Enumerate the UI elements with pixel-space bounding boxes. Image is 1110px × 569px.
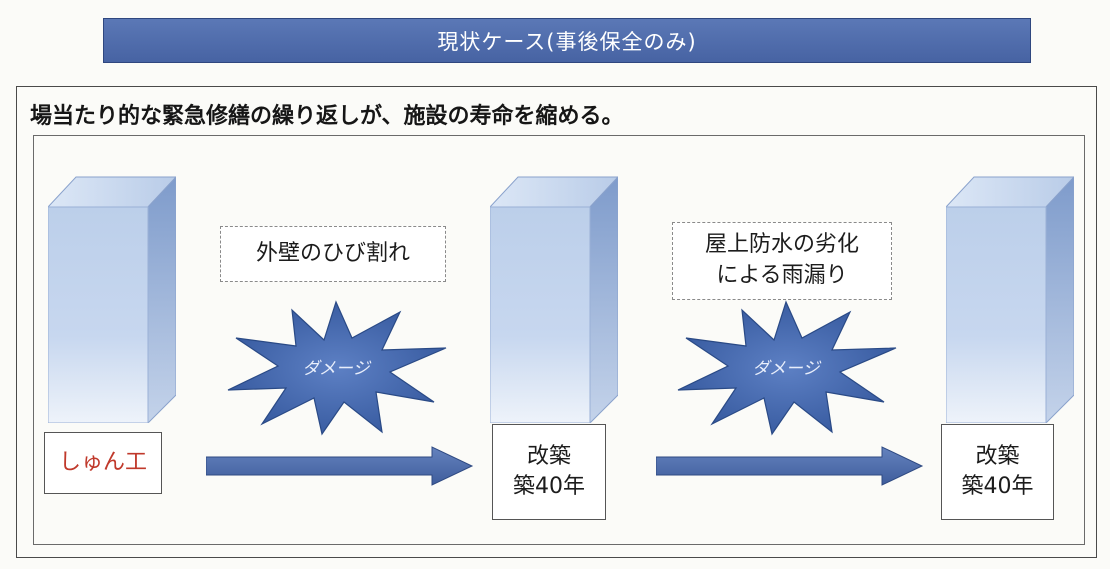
damage-cause-1-line-1: 外壁のひび割れ: [255, 240, 410, 266]
damage-cause-2-line-2: による雨漏り: [716, 263, 848, 288]
stage-label-2: 改築 築40年: [492, 424, 606, 520]
arrow-1: [206, 446, 474, 486]
title-bar: 現状ケース(事後保全のみ): [103, 18, 1031, 63]
diagram-frame: [33, 135, 1085, 545]
building-3: [946, 176, 1074, 423]
stage-label-2-line-1: 改築: [526, 444, 571, 470]
stage-label-1-line-1: しゅん工: [58, 450, 147, 476]
stage-label-1: しゅん工: [44, 432, 162, 494]
arrow-2: [656, 446, 924, 486]
damage-cause-2-line-1: 屋上防水の劣化: [704, 232, 859, 258]
damage-burst-2-text: ダメージ: [752, 359, 821, 379]
stage-label-3-line-1: 改築: [975, 444, 1020, 470]
building-2: [490, 176, 618, 423]
damage-cause-1: 外壁のひび割れ: [220, 226, 446, 282]
stage-label-2-line-2: 築40年: [513, 474, 585, 499]
panel-heading: 場当たり的な緊急修繕の繰り返しが、施設の寿命を縮める。: [30, 104, 624, 129]
building-1: [48, 176, 176, 423]
damage-burst-2: ダメージ: [677, 300, 897, 436]
damage-burst-1-text: ダメージ: [302, 359, 371, 379]
damage-burst-1: ダメージ: [227, 300, 447, 436]
main-panel: [16, 86, 1097, 558]
title-text: 現状ケース(事後保全のみ): [437, 29, 697, 54]
stage-label-3: 改築 築40年: [941, 424, 1054, 520]
damage-cause-2: 屋上防水の劣化 による雨漏り: [672, 222, 892, 300]
stage-label-3-line-2: 築40年: [961, 474, 1034, 499]
